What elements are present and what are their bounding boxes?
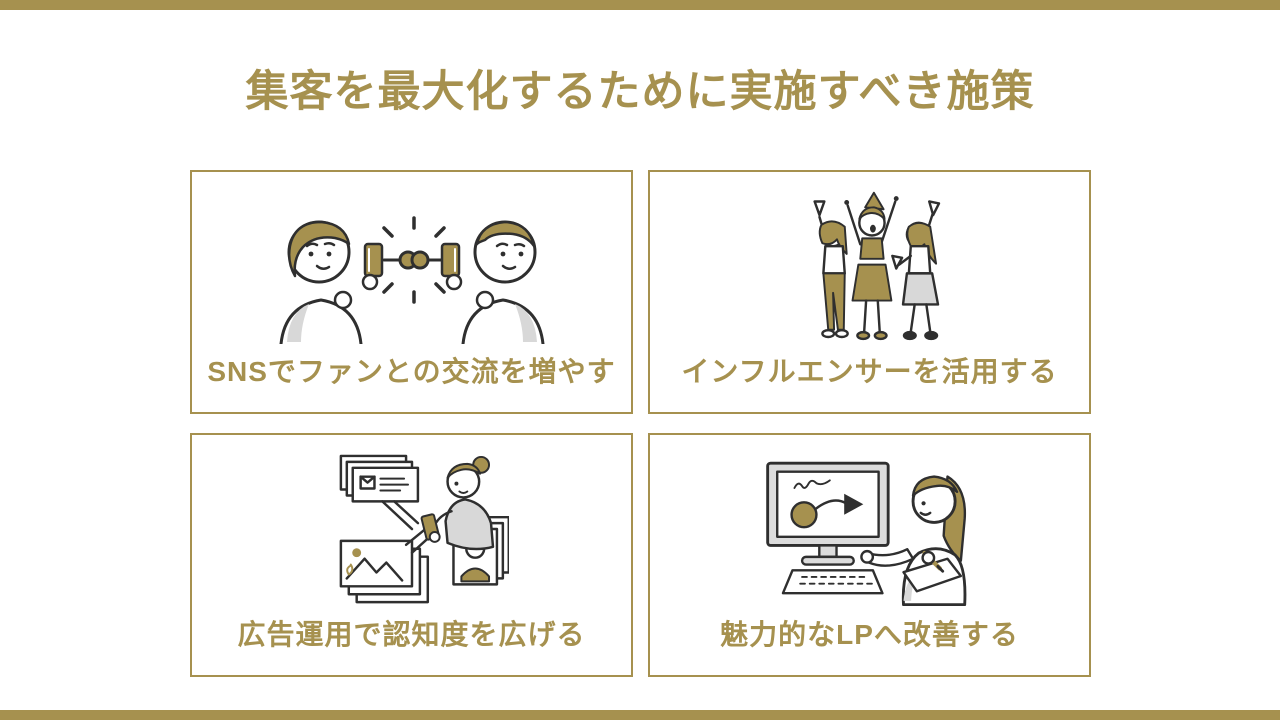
influencers-illustration <box>650 190 1089 348</box>
top-accent-bar <box>0 0 1280 10</box>
card-caption: SNSでファンとの交流を増やす <box>207 356 616 387</box>
lp-illustration <box>650 453 1089 611</box>
card-caption: インフルエンサーを活用する <box>681 356 1058 387</box>
sns-exchange-illustration <box>192 190 631 348</box>
card-caption: 広告運用で認知度を広げる <box>237 619 586 650</box>
ads-illustration <box>192 453 631 611</box>
bottom-accent-bar <box>0 710 1280 720</box>
influencers-icon <box>812 191 940 341</box>
page-title: 集客を最大化するために実施すべき施策 <box>245 68 1035 116</box>
card-influencer: インフルエンサーを活用する <box>648 170 1091 414</box>
ads-icon <box>339 454 509 604</box>
sns-exchange-icon <box>279 216 544 344</box>
card-sns: SNSでファンとの交流を増やす <box>190 170 633 414</box>
card-lp: 魅力的なLPへ改善する <box>648 433 1091 677</box>
card-ads: 広告運用で認知度を広げる <box>190 433 633 677</box>
lp-design-icon <box>765 461 966 606</box>
card-caption: 魅力的なLPへ改善する <box>720 619 1019 650</box>
